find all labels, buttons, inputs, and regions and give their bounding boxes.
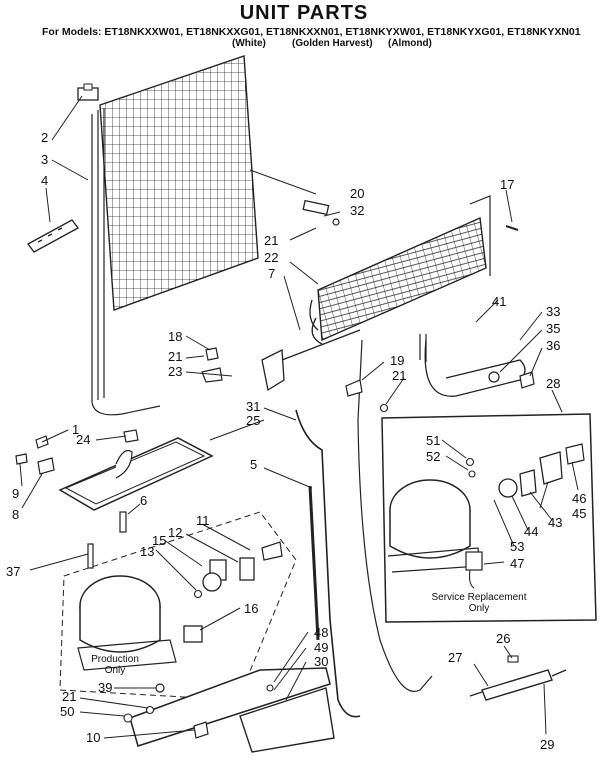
callout-20: 20: [350, 186, 365, 201]
color-label-golden-harvest: (Golden Harvest): [292, 38, 373, 49]
callout-1: 1: [72, 422, 80, 437]
callout-4: 4: [41, 173, 49, 188]
part-17-screw: [505, 225, 519, 231]
service-replacement-box: [381, 413, 597, 623]
callout-27: 27: [448, 650, 463, 665]
callout-29: 29: [540, 737, 555, 752]
callout-9: 9: [12, 486, 20, 501]
callout-16: 16: [244, 601, 259, 616]
small-clips-1-9-8: [15, 435, 55, 475]
callout-46: 46: [572, 491, 587, 506]
page-title: UNIT PARTS: [239, 2, 369, 24]
callout-52: 52: [426, 449, 441, 464]
callout-5: 5: [250, 457, 258, 472]
service-replacement-line2: Only: [468, 603, 490, 614]
production-only-note: Production Only: [80, 654, 150, 676]
callout-6: 6: [140, 493, 148, 508]
callout-10: 10: [86, 730, 101, 745]
production-line2: Only: [104, 665, 126, 676]
service-replacement-note: Service Replacement Only: [424, 592, 534, 614]
base-rail: [123, 667, 335, 753]
callout-49: 49: [314, 640, 329, 655]
callout-48: 48: [314, 625, 329, 640]
callout-50: 50: [60, 704, 75, 719]
callout-44: 44: [524, 524, 539, 539]
callout-13: 13: [140, 544, 155, 559]
callout-37: 37: [6, 564, 21, 579]
capillary-tube: [295, 339, 433, 718]
drain-pan: [58, 429, 214, 511]
callout-2: 2: [41, 130, 49, 145]
condenser-grid: [91, 55, 259, 416]
leader-lines: [19, 95, 579, 739]
color-label-almond: (Almond): [388, 38, 432, 49]
callout-41: 41: [492, 294, 507, 309]
callout-15: 15: [152, 533, 167, 548]
service-replacement-line1: Service Replacement: [431, 592, 527, 603]
callout-53: 53: [510, 539, 525, 554]
callout-24: 24: [76, 432, 91, 447]
color-label-white: (White): [232, 38, 266, 49]
clip-part-2: [77, 83, 99, 101]
callout-8: 8: [12, 507, 20, 522]
callout-25: 25: [246, 413, 261, 428]
callout-7: 7: [268, 266, 276, 281]
callout-23: 23: [168, 364, 183, 379]
production-compressor-group: [59, 511, 297, 701]
callout-21a: 21: [264, 233, 279, 248]
callout-45: 45: [572, 506, 587, 521]
part-20-bracket: [302, 199, 340, 226]
callout-43: 43: [548, 515, 563, 530]
drier-part-27: [469, 655, 567, 701]
callout-39: 39: [98, 680, 113, 695]
callout-21c: 21: [392, 368, 407, 383]
models-line: For Models: ET18NKXXW01, ET18NKXXG01, ET…: [42, 26, 581, 38]
callout-32: 32: [350, 203, 365, 218]
callout-33: 33: [546, 304, 561, 319]
callout-35: 35: [546, 321, 561, 336]
bracket-assembly: [201, 329, 361, 392]
callout-3: 3: [41, 152, 49, 167]
callout-21d: 21: [62, 689, 77, 704]
callout-11: 11: [196, 513, 210, 528]
callout-28: 28: [546, 376, 561, 391]
callout-17: 17: [500, 177, 515, 192]
callout-30: 30: [314, 654, 329, 669]
callout-31: 31: [246, 399, 261, 414]
callout-22: 22: [264, 250, 279, 265]
callout-47: 47: [510, 556, 525, 571]
evaporator-coil: [309, 195, 491, 345]
strip-part-4: [27, 219, 79, 253]
callout-26: 26: [496, 631, 511, 646]
loop-tube-33: [345, 334, 535, 413]
callout-19: 19: [390, 353, 405, 368]
part-6-pin: [119, 511, 127, 533]
callout-21b: 21: [168, 349, 183, 364]
callout-12: 12: [168, 525, 183, 540]
production-line1: Production: [91, 654, 139, 665]
callout-36: 36: [546, 338, 561, 353]
callout-18: 18: [168, 329, 183, 344]
callout-51: 51: [426, 433, 441, 448]
